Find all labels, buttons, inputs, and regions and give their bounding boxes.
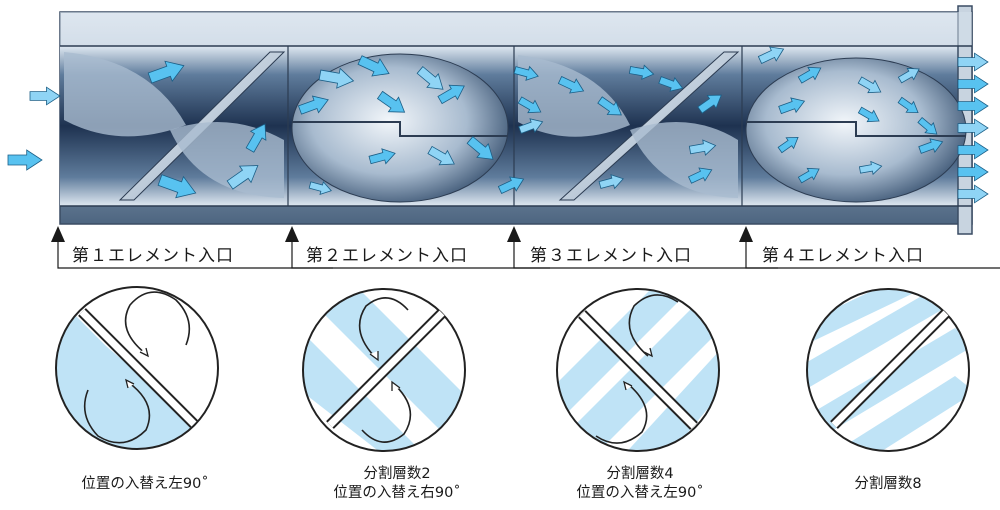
flow-arrow bbox=[957, 96, 989, 116]
entry-marker bbox=[285, 226, 550, 269]
flow-arrow bbox=[147, 60, 185, 84]
mixing-element-3 bbox=[518, 51, 740, 201]
flow-arrow bbox=[437, 84, 465, 105]
cross-section-2 bbox=[302, 288, 466, 452]
flow-arrow bbox=[857, 106, 880, 123]
flow-arrow bbox=[757, 46, 785, 64]
flow-arrow bbox=[297, 95, 329, 115]
flow-arrow bbox=[957, 74, 989, 94]
flow-arrow bbox=[858, 160, 883, 176]
entry-label-3: 第３エレメント入口 bbox=[530, 246, 692, 266]
entry-label-2: 第２エレメント入口 bbox=[306, 246, 468, 266]
entry-marker bbox=[51, 226, 333, 269]
flow-arrow bbox=[226, 165, 259, 190]
flow-arrow bbox=[513, 65, 539, 81]
caption-4-line-1: 分割層数8 bbox=[854, 476, 922, 492]
flow-arrow bbox=[308, 181, 332, 195]
flow-arrow bbox=[957, 184, 989, 204]
cross-section-1 bbox=[55, 286, 219, 450]
flow-arrow bbox=[29, 86, 61, 106]
caption-3-line-1: 分割層数4 bbox=[606, 466, 674, 482]
flow-arrow bbox=[918, 138, 944, 154]
flow-arrow bbox=[357, 55, 390, 77]
flow-arrow bbox=[368, 148, 396, 165]
flow-arrow bbox=[245, 123, 267, 153]
cross-section-caption-2: 分割層数2 位置の入替え右90˚ bbox=[287, 465, 507, 503]
flow-arrow bbox=[628, 64, 655, 80]
flow-arrow bbox=[957, 162, 989, 182]
flow-arrow bbox=[957, 140, 989, 160]
flow-arrow bbox=[427, 145, 455, 166]
entry-marker bbox=[739, 226, 1000, 269]
flow-arrow bbox=[687, 167, 713, 184]
cross-section-caption-4: 分割層数8 bbox=[778, 475, 998, 494]
flow-arrow bbox=[897, 67, 920, 84]
flow-arrow bbox=[957, 118, 989, 138]
flow-arrow bbox=[857, 76, 882, 94]
flow-arrows bbox=[7, 46, 989, 204]
entry-label-4: 第４エレメント入口 bbox=[762, 246, 924, 266]
flow-arrow bbox=[376, 90, 406, 113]
flow-arrow bbox=[157, 174, 197, 199]
flow-arrow bbox=[497, 176, 525, 194]
flow-arrow bbox=[897, 96, 919, 114]
flow-arrow bbox=[598, 174, 624, 190]
mixing-element-4 bbox=[745, 57, 967, 203]
cross-section-caption-3: 分割層数4 位置の入替え左90˚ bbox=[530, 465, 750, 503]
flow-arrow bbox=[318, 67, 355, 89]
mixing-element-1 bbox=[64, 51, 286, 201]
flow-arrow bbox=[797, 66, 822, 84]
cross-section-3 bbox=[556, 288, 720, 452]
flow-arrow bbox=[777, 136, 799, 154]
flow-arrow bbox=[688, 139, 717, 156]
caption-1-line-1: 位置の入替え左90˚ bbox=[81, 476, 209, 492]
flow-arrow bbox=[597, 96, 622, 116]
flow-arrow bbox=[658, 76, 684, 92]
flow-arrow bbox=[466, 136, 494, 160]
flow-arrow bbox=[697, 94, 722, 114]
flow-arrow bbox=[7, 149, 43, 171]
caption-2-line-2: 位置の入替え右90˚ bbox=[333, 485, 461, 501]
entry-label-1: 第１エレメント入口 bbox=[72, 246, 234, 266]
entry-markers bbox=[51, 226, 1000, 269]
entry-marker bbox=[507, 226, 778, 269]
caption-3-line-2: 位置の入替え左90˚ bbox=[576, 485, 704, 501]
cross-section-4 bbox=[806, 288, 970, 452]
flow-arrow bbox=[416, 66, 444, 90]
flow-arrow bbox=[957, 52, 989, 72]
flow-arrow bbox=[518, 118, 544, 134]
cross-section-caption-1: 位置の入替え左90˚ bbox=[35, 475, 255, 494]
flow-arrow bbox=[778, 97, 806, 115]
caption-2-line-1: 分割層数2 bbox=[363, 466, 431, 482]
flow-arrow bbox=[917, 116, 938, 135]
flow-arrow bbox=[517, 96, 542, 114]
flow-arrow bbox=[797, 167, 820, 184]
flow-arrow bbox=[557, 76, 585, 94]
